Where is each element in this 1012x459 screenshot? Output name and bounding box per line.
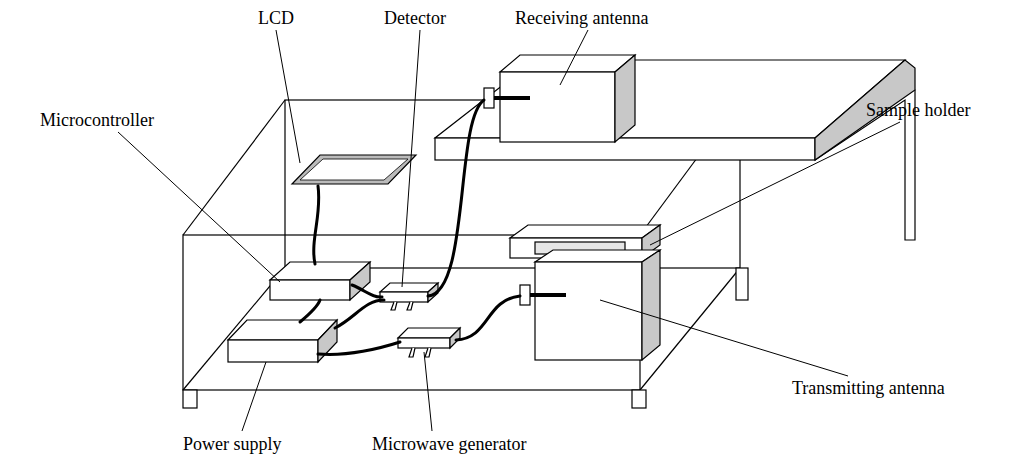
detector-pins: [391, 302, 413, 310]
cable: [300, 300, 320, 322]
antenna-probe: [530, 293, 566, 297]
part-label: Receiving antenna: [515, 8, 648, 28]
part-label: Microcontroller: [40, 110, 154, 130]
antenna-top: [535, 250, 660, 262]
lcd-screen: [292, 155, 416, 184]
transmitting-antenna-box: [535, 262, 642, 360]
box-side: [450, 328, 460, 348]
sample-holder-top: [510, 225, 660, 238]
part-label: Sample holder: [866, 100, 970, 120]
antenna-connector: [484, 88, 494, 108]
antenna-probe: [494, 96, 530, 100]
cable: [318, 342, 400, 354]
platform-front: [435, 138, 815, 160]
receiving-antenna-box: [500, 72, 615, 142]
leader-line: [650, 122, 900, 245]
part-label: Detector: [384, 8, 446, 28]
part-label: Power supply: [183, 434, 282, 454]
cable: [456, 296, 520, 340]
part-label: Microwave generator: [372, 434, 526, 454]
frame-edge: [183, 100, 285, 235]
cable: [335, 300, 384, 328]
leader-line: [560, 30, 588, 85]
generator-pins: [409, 348, 431, 357]
leader-line: [276, 30, 300, 163]
cable: [428, 100, 484, 296]
table-leg: [183, 390, 197, 408]
antenna-side: [642, 250, 660, 360]
detector-box: [380, 292, 428, 302]
leader-line: [402, 30, 420, 287]
cable: [314, 186, 319, 264]
part-label: LCD: [258, 8, 294, 28]
microwave-generator-box: [398, 338, 450, 348]
microcontroller-box: [270, 280, 350, 300]
cable: [352, 285, 382, 297]
lcd-display: [300, 159, 408, 180]
antenna-side: [615, 55, 635, 142]
table-leg: [632, 390, 646, 408]
leader-line: [600, 300, 848, 376]
power-supply-box: [228, 340, 318, 362]
antenna-connector: [520, 285, 530, 305]
leader-line: [242, 362, 266, 431]
leader-line: [424, 352, 432, 431]
part-label: Transmitting antenna: [792, 378, 945, 398]
leader-line: [118, 132, 280, 282]
table-leg: [736, 268, 748, 300]
